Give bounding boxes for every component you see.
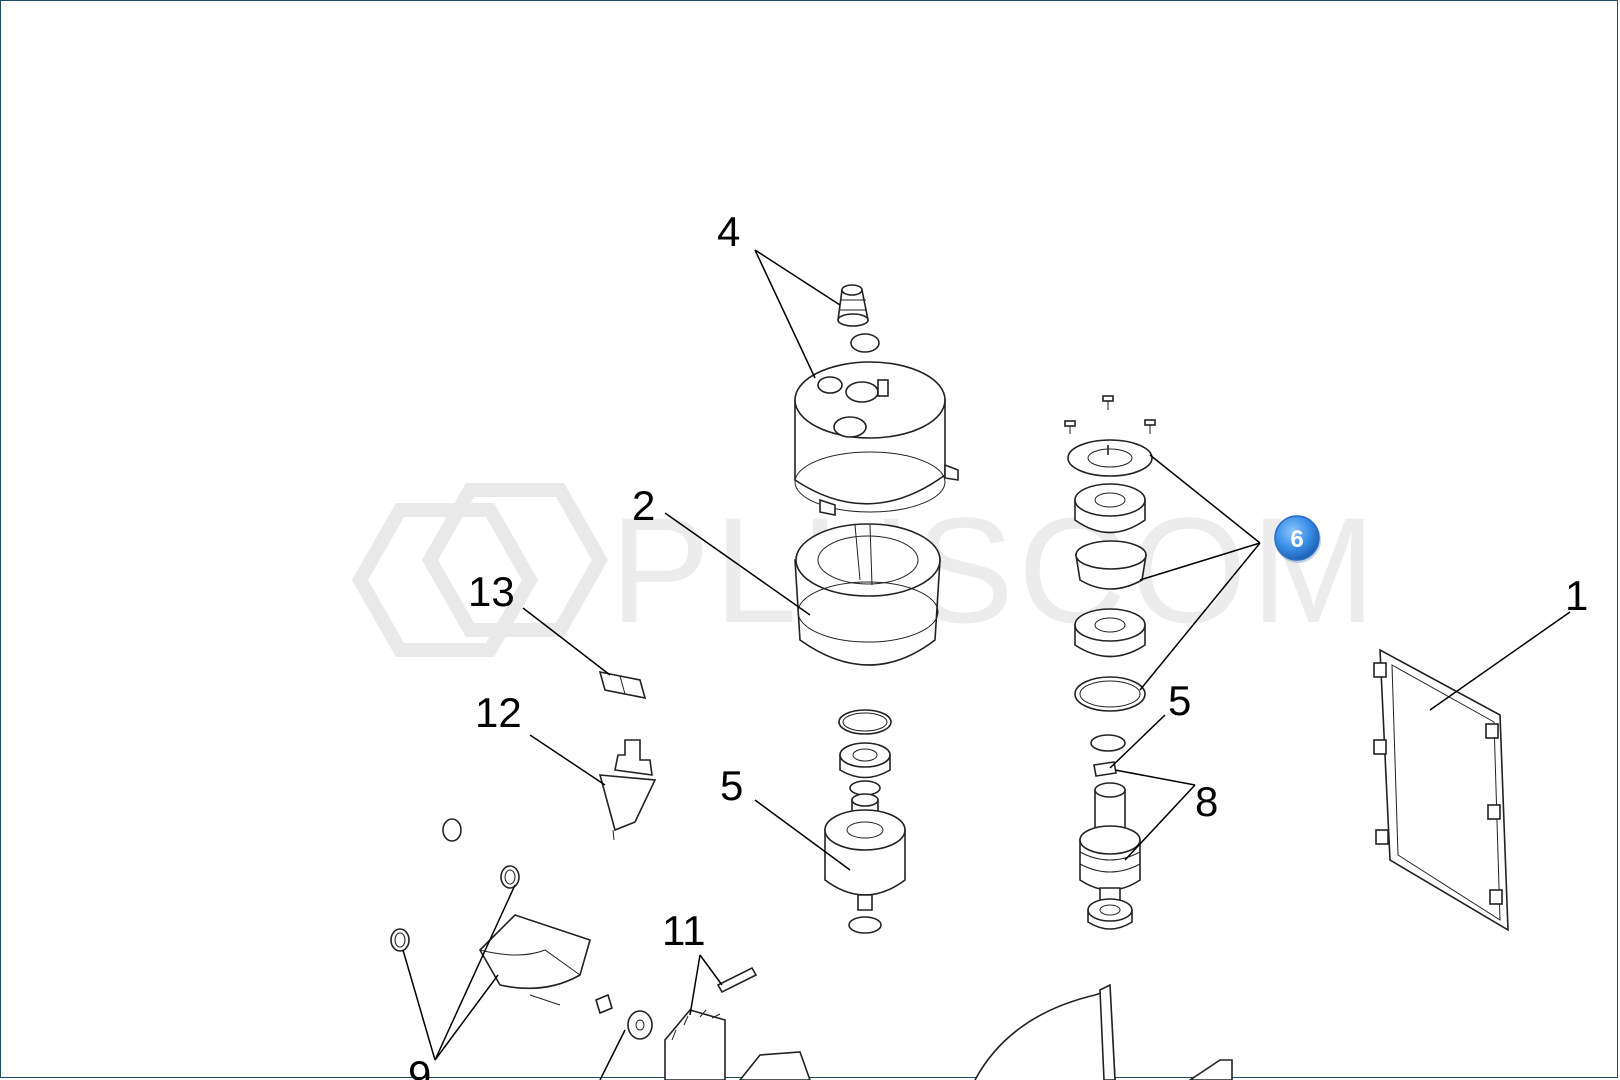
callout-12: 12 <box>475 689 522 736</box>
callout-1: 1 <box>1565 572 1588 619</box>
part-left-rotor-assembly <box>824 709 906 934</box>
callout-2: 2 <box>632 482 655 529</box>
part-cover-plate <box>1373 648 1509 932</box>
part-motor-top-housing <box>794 361 959 516</box>
watermark-logo: PLUSCOM <box>351 483 1380 657</box>
part-base-housing <box>738 983 1233 1080</box>
highlight-badge-6[interactable]: 6 <box>1274 515 1321 563</box>
part-terminal-block <box>598 670 647 700</box>
callout-5-right: 5 <box>1168 677 1191 724</box>
callout-4: 4 <box>717 208 740 255</box>
watermark-text: PLUSCOM <box>610 486 1380 654</box>
callout-5-left: 5 <box>720 762 743 809</box>
part-right-armature <box>1079 734 1141 930</box>
callout-13: 13 <box>468 568 515 615</box>
part-bracket <box>598 739 657 841</box>
part-shroud-with-springs <box>390 865 591 1006</box>
part-right-bearing-stack <box>1064 395 1156 712</box>
part-small-plug <box>442 818 462 842</box>
part-stator <box>794 523 941 666</box>
leader-lines <box>402 249 1571 1080</box>
part-cable-gland <box>837 284 880 353</box>
badge-label: 6 <box>1290 526 1303 553</box>
callout-11: 11 <box>662 907 706 954</box>
part-gear-assembly <box>595 966 758 1080</box>
callout-8: 8 <box>1195 778 1218 825</box>
callout-9: 9 <box>408 1052 431 1080</box>
